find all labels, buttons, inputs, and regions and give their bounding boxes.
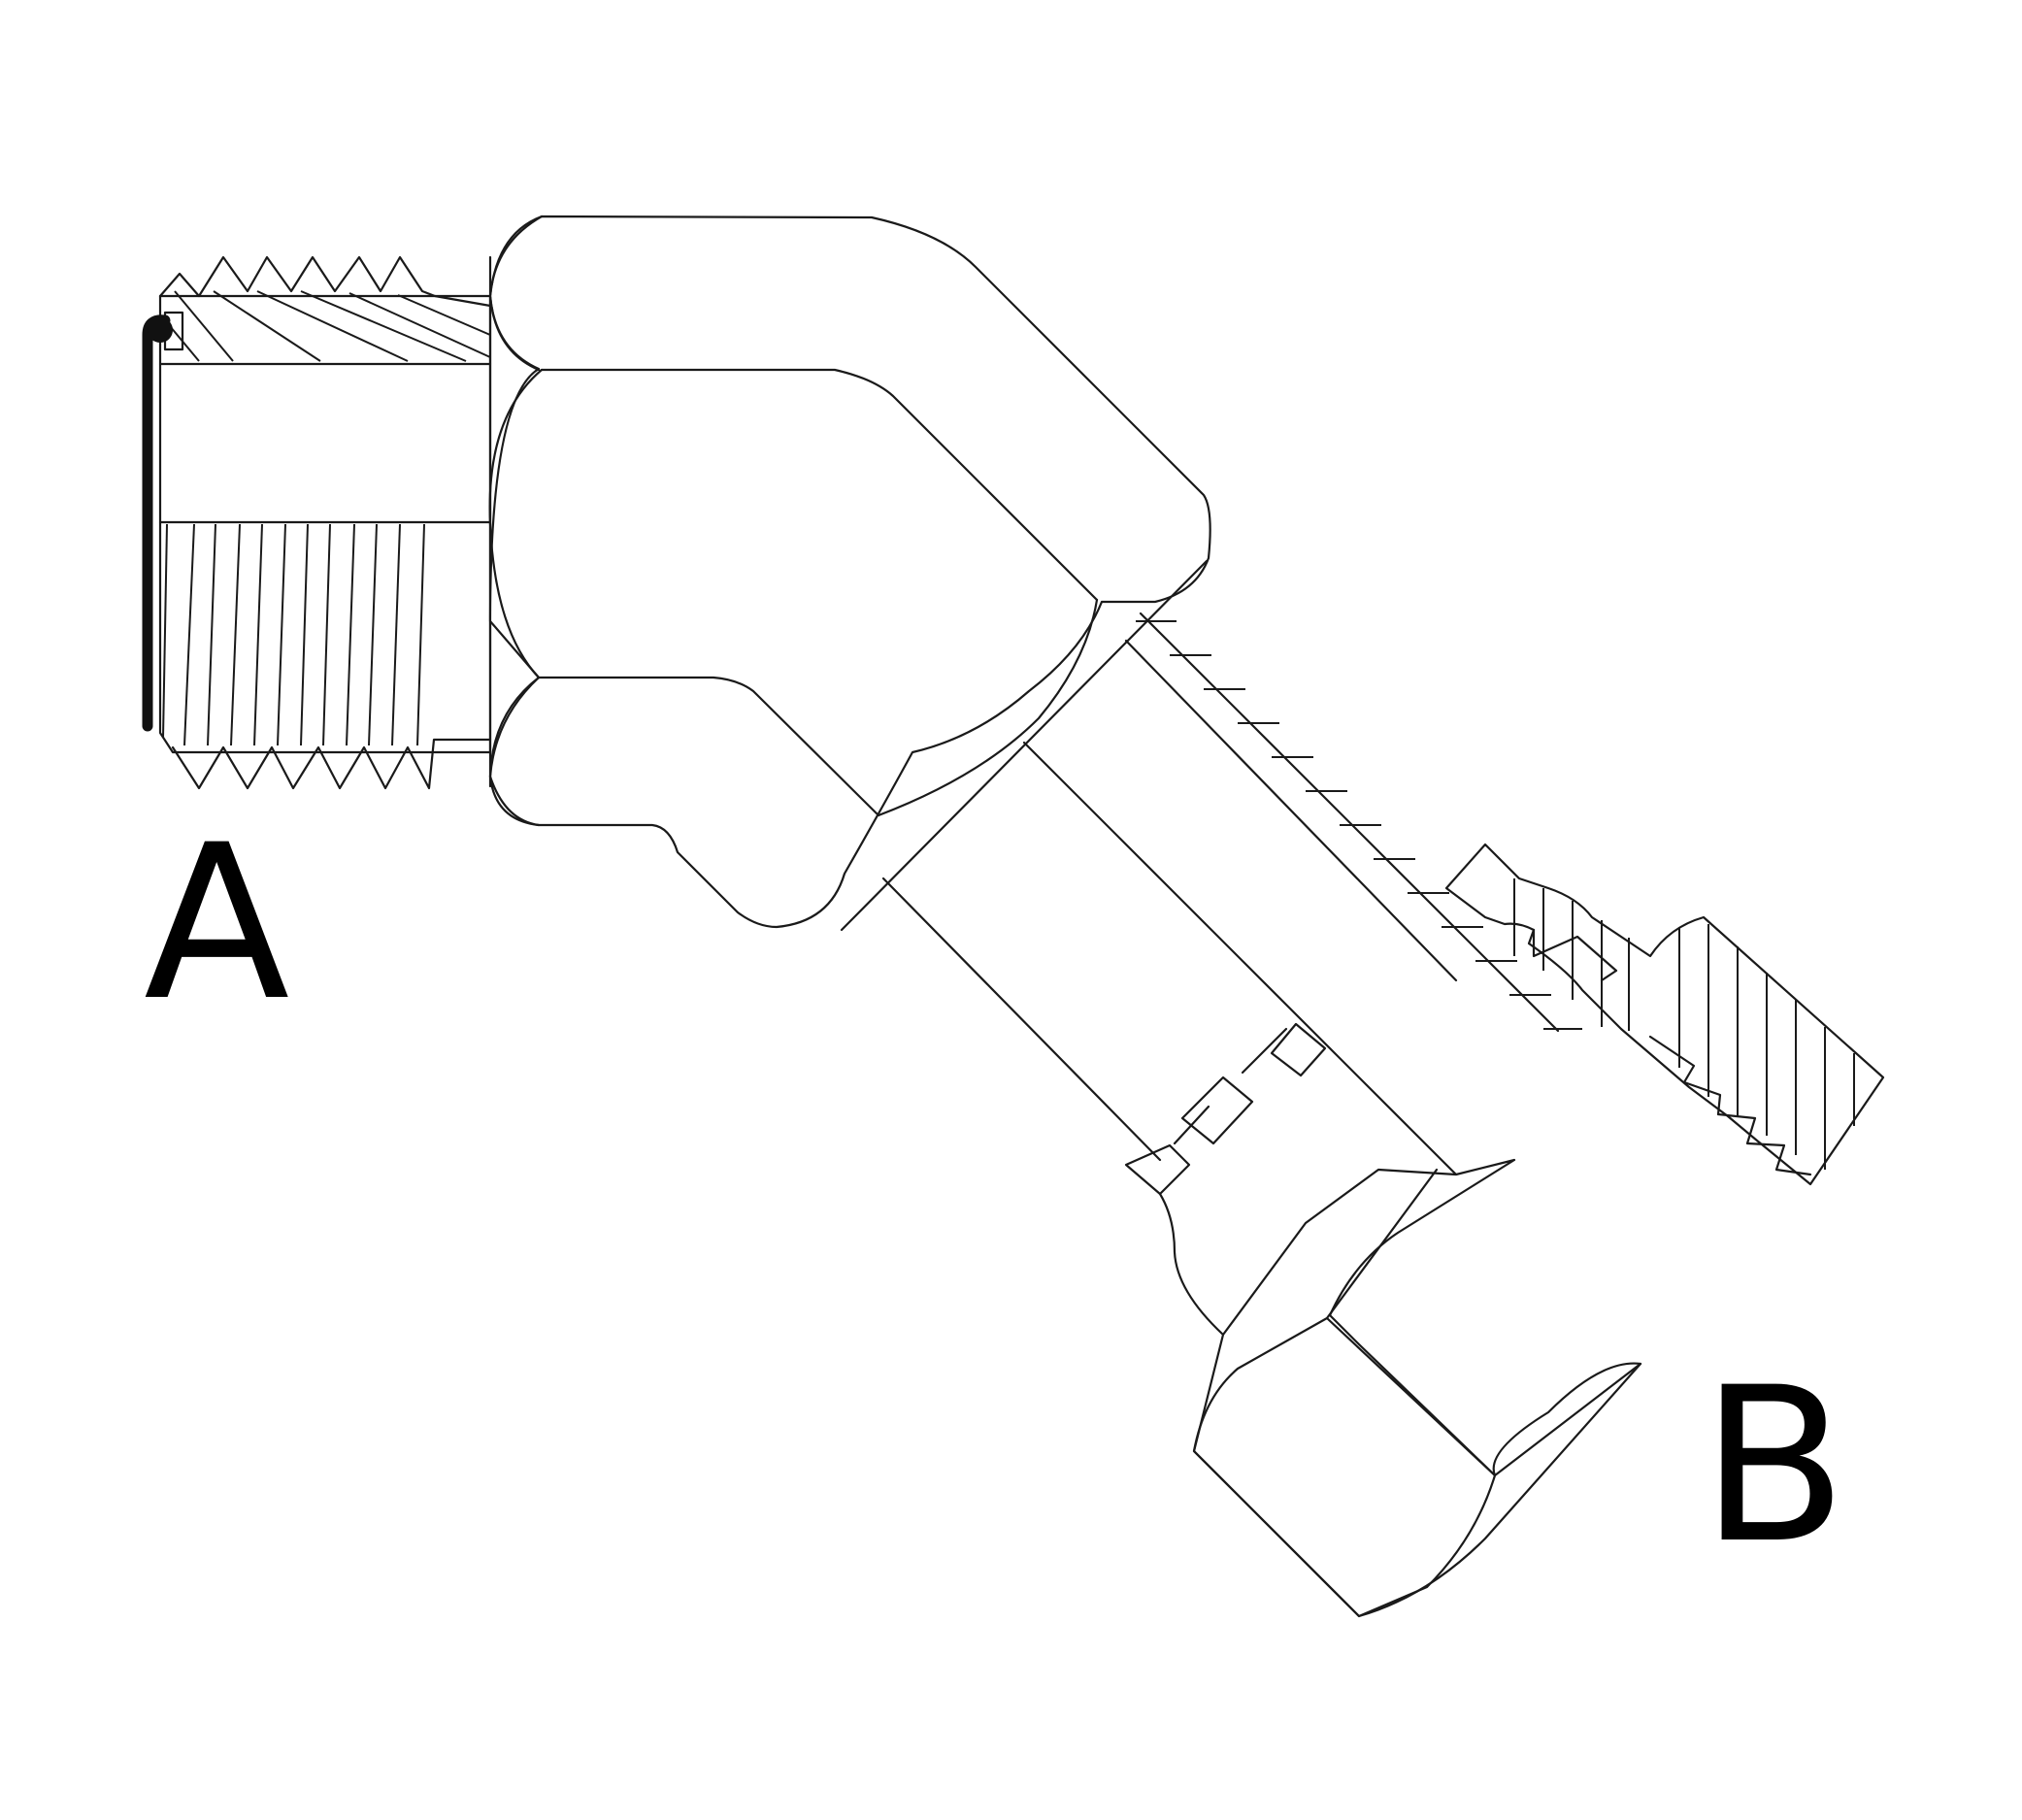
port-a-label: A bbox=[144, 799, 290, 1047]
retaining-grooves bbox=[1124, 1022, 1327, 1196]
port-a-lower-thread-lines bbox=[162, 523, 425, 746]
port-b-label: B bbox=[1701, 1341, 1847, 1590]
elbow-body bbox=[488, 215, 1211, 929]
swivel-wall-hatching bbox=[1136, 620, 1582, 1030]
port-a-thread bbox=[158, 255, 492, 790]
swivel-tube bbox=[840, 559, 1582, 1176]
port-a-upper-hatching bbox=[164, 290, 491, 362]
port-a-seal bbox=[142, 314, 173, 732]
port-b-nut bbox=[1159, 1158, 1642, 1618]
port-b-thread-hatching bbox=[1513, 878, 1855, 1170]
port-b-thread-section bbox=[1444, 843, 1885, 1186]
